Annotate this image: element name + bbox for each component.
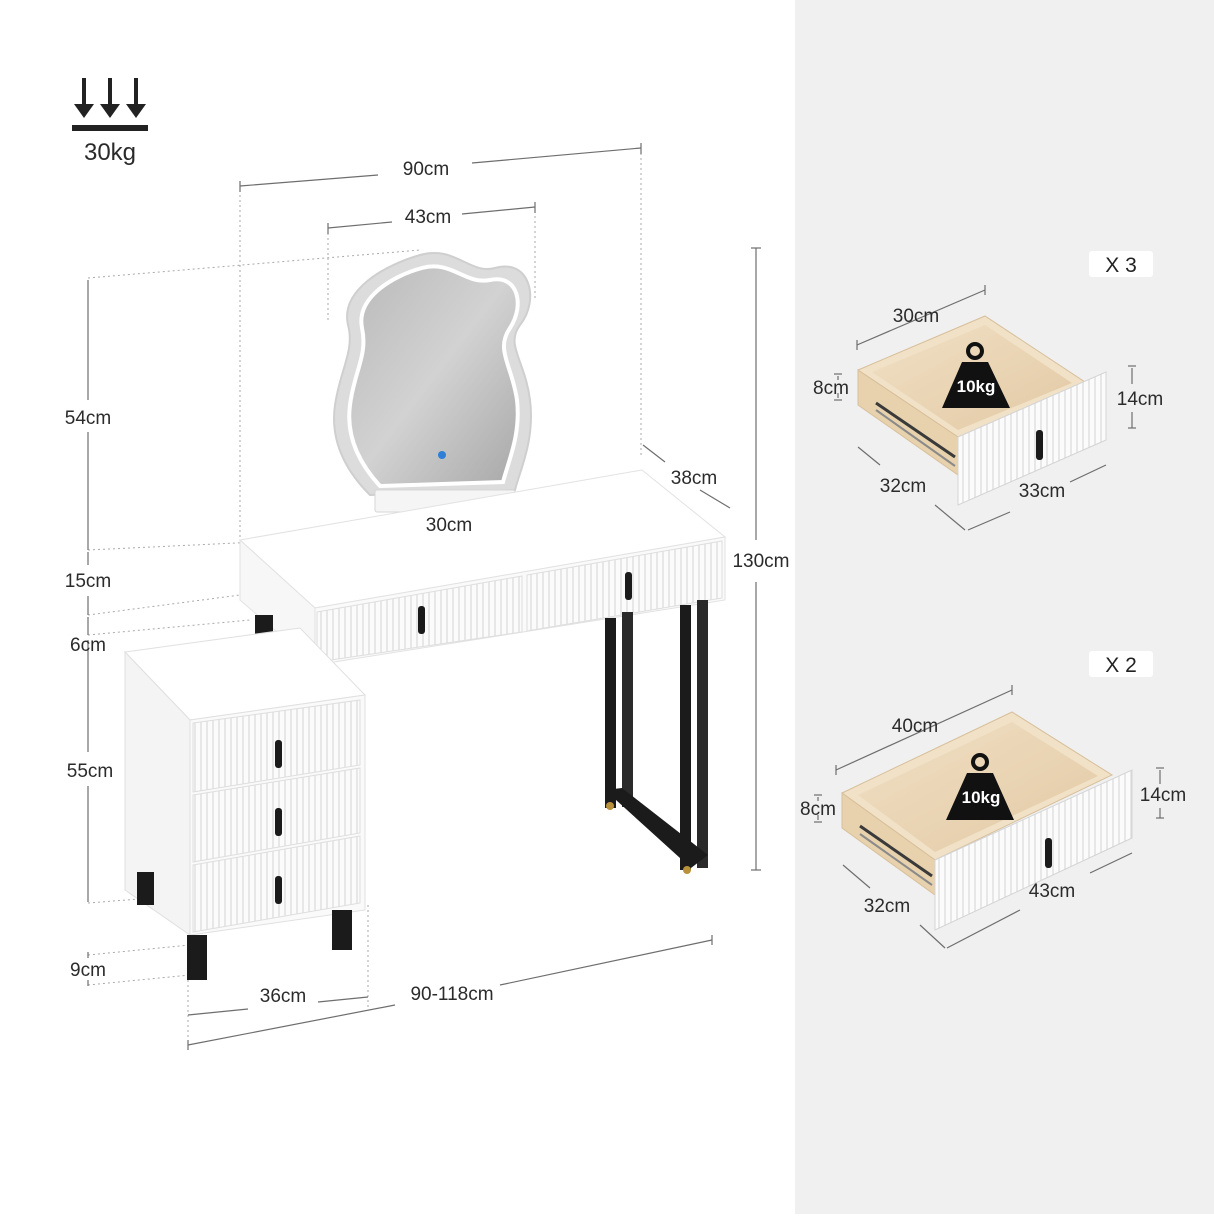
- table-depth-label: 38cm: [671, 468, 717, 489]
- cabinet-height-label: 55cm: [67, 761, 113, 782]
- small-drawer-quantity: X 3: [1105, 254, 1137, 277]
- cabinet-width-label: 36cm: [260, 986, 306, 1007]
- large-drawer-quantity: X 2: [1105, 654, 1137, 677]
- gap-height-label: 6cm: [70, 635, 106, 656]
- leg-height-label: 9cm: [70, 960, 106, 981]
- small-drawer-dimension-lines: [834, 285, 1136, 531]
- small-drawer-width: 30cm: [893, 306, 939, 327]
- large-drawer-dimension-lines: [814, 685, 1164, 949]
- small-drawer-quantity-badge: [1089, 251, 1153, 277]
- large-drawer-weight: 10kg: [962, 788, 1001, 807]
- small-drawer-inner-height: 8cm: [813, 378, 849, 399]
- small-drawer-front-height: 14cm: [1117, 389, 1163, 410]
- small-drawer-front-width: 33cm: [1019, 481, 1065, 502]
- mirror-height-label: 54cm: [65, 408, 111, 429]
- table-width-label: 90cm: [403, 159, 449, 180]
- large-drawer-front-width: 43cm: [1029, 881, 1075, 902]
- large-drawer-front-height: 14cm: [1140, 785, 1186, 806]
- large-drawer-width: 40cm: [892, 716, 938, 737]
- side-cabinet: [123, 627, 367, 980]
- right-panel-background: [795, 0, 1214, 1214]
- load-capacity-label: 30kg: [84, 139, 136, 166]
- total-width-label: 90-118cm: [410, 984, 493, 1005]
- weight-icon: [942, 342, 1010, 408]
- arrows-down-load-icon: [72, 78, 148, 131]
- led-mirror: [333, 252, 532, 513]
- small-drawer-weight: 10kg: [957, 377, 996, 396]
- guide-lines: [87, 148, 642, 1048]
- total-height-label: 130cm: [732, 551, 789, 572]
- large-drawer-quantity-badge: [1089, 651, 1153, 677]
- weight-icon-large: [946, 753, 1014, 820]
- large-drawer-depth: 32cm: [864, 896, 910, 917]
- vanity-table: [238, 469, 727, 874]
- touch-switch-icon: [438, 451, 446, 459]
- small-drawer-depth: 32cm: [880, 476, 926, 497]
- large-drawer-inner-height: 8cm: [800, 799, 836, 820]
- mirror-base-width-label: 30cm: [426, 515, 472, 536]
- mirror-width-label: 43cm: [405, 207, 451, 228]
- table-thickness-label: 15cm: [65, 571, 111, 592]
